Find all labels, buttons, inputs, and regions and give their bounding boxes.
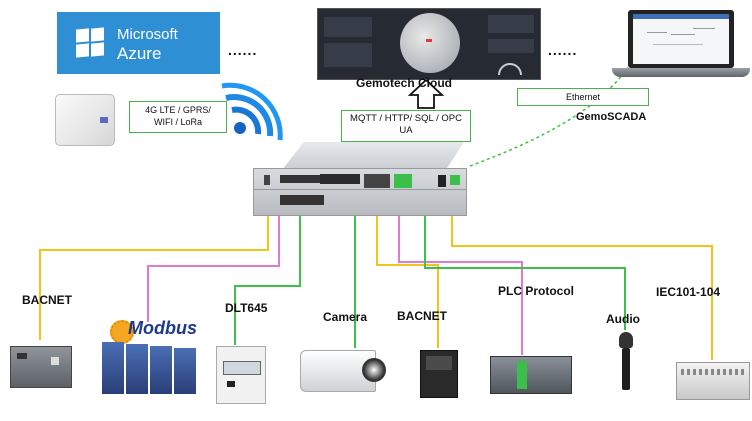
wifi-icon [221, 82, 283, 141]
ellipsis-right: ...... [548, 42, 578, 58]
wire-iec [451, 212, 713, 360]
azure-line2: Azure [117, 44, 162, 63]
azure-line1: Microsoft [117, 26, 178, 43]
camera-device [300, 350, 390, 396]
bacnet-left-label: BACNET [22, 293, 72, 307]
gateway-chassis-top [282, 142, 464, 170]
energy-meter-device [216, 346, 266, 404]
wire-ethernet [469, 61, 633, 167]
ethernet-label: Ethernet [517, 88, 649, 106]
laptop-base [612, 68, 750, 77]
modbus-logo: Modbus [128, 318, 197, 338]
microsoft-azure-logo: Microsoft Azure [57, 12, 220, 74]
wire-modbus [147, 212, 280, 322]
upload-arrow-icon [407, 78, 445, 109]
outdoor-gateway [55, 94, 115, 146]
laptop [628, 10, 734, 68]
bacnet-thermostat-device [420, 350, 458, 398]
audio-label: Audio [606, 312, 640, 326]
dlt645-label: DLT645 [225, 301, 268, 315]
bacnet-controller-device [10, 346, 72, 388]
cloud-protocols-label: MQTT / HTTP/ SQL / OPC UA [341, 110, 471, 142]
wire-dlt645 [234, 212, 301, 345]
wireless-protocols-label: 4G LTE / GPRS/ WIFI / LoRa [129, 101, 227, 133]
gemoscada-label: GemoSCADA [576, 111, 647, 123]
cloud-dashboard-screen [317, 8, 541, 80]
microphone-device [617, 332, 635, 390]
wire-bacnet-left [39, 212, 269, 340]
ellipsis-left: ...... [228, 42, 258, 58]
globe-icon [400, 13, 460, 73]
bacnet-right-label: BACNET [397, 309, 447, 323]
gemotech-cloud-label: Gemotech Cloud [356, 76, 453, 90]
plc-protocol-label: PLC Protocol [498, 284, 575, 298]
wire-bacnet-right [376, 212, 439, 348]
wire-plc [398, 212, 523, 355]
scada-screen [633, 14, 729, 64]
wire-audio [424, 212, 626, 330]
edge-gateway-device [253, 168, 467, 216]
modbus-io-modules [102, 342, 198, 394]
iec-rtu-device [676, 362, 750, 400]
camera-label: Camera [323, 310, 368, 324]
iec101-104-label: IEC101-104 [656, 285, 721, 299]
plc-device [490, 356, 572, 394]
windows-logo-icon [76, 27, 106, 58]
